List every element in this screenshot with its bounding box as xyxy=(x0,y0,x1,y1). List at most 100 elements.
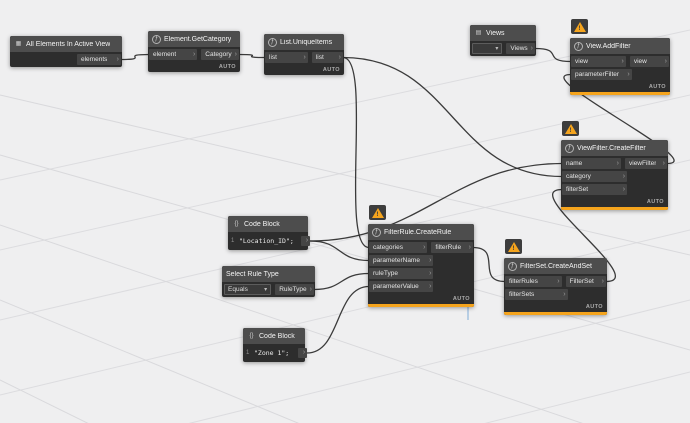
port-row: ▾Views› xyxy=(470,42,536,55)
chevron-right-icon: › xyxy=(192,50,196,58)
node-title: Code Block xyxy=(259,332,295,340)
output-port-filterset[interactable]: FilterSet› xyxy=(565,276,606,287)
output-port-view[interactable]: view› xyxy=(629,56,669,67)
warning-bar xyxy=(504,312,607,315)
chevron-right-icon: › xyxy=(302,349,306,356)
node-body: view›view› parameterFilter› xyxy=(570,54,670,82)
function-icon: ƒ xyxy=(508,261,517,271)
node-title: View.AddFilter xyxy=(586,42,631,50)
chevron-right-icon: › xyxy=(338,53,341,61)
node-title: ViewFilter.CreateFilter xyxy=(577,144,646,152)
output-port-viewfilter[interactable]: viewFilter› xyxy=(625,158,667,169)
input-port-list[interactable]: list› xyxy=(265,52,308,63)
lacing-mode[interactable]: AUTO xyxy=(452,296,470,302)
wire-code-block-location:0-to-create-rule:parameterName[interactable] xyxy=(309,240,370,262)
port-row: element›Category› xyxy=(148,48,240,61)
node-all-elements[interactable]: ▦All Elements In Active View elements› xyxy=(10,36,122,67)
code-block-text[interactable]: "Zone 1"; xyxy=(254,349,290,357)
input-port-view[interactable]: view› xyxy=(571,56,626,67)
wire-code-block-zone:0-to-create-rule:parameterValue[interactable] xyxy=(306,285,370,354)
chevron-right-icon: › xyxy=(429,269,432,277)
output-port[interactable]: › xyxy=(298,348,307,358)
node-title: Views xyxy=(486,29,505,37)
wire-unique-items:list-to-create-filter:category[interactable] xyxy=(342,56,563,178)
function-icon: ƒ xyxy=(152,34,161,44)
port-label: name xyxy=(566,160,583,167)
chevron-right-icon: › xyxy=(563,290,566,298)
wire-create-and-set:FilterSet-to-create-filter:filterSet[interactable] xyxy=(552,188,616,283)
input-port-filtersets[interactable]: filterSets› xyxy=(505,289,568,300)
input-port-categories[interactable]: categories› xyxy=(369,242,428,253)
input-port-filterset[interactable]: filterSet› xyxy=(562,184,628,195)
chevron-right-icon: › xyxy=(429,256,432,264)
node-body: categories›filterRule› parameterName› rule… xyxy=(368,240,474,294)
input-port-filterrules[interactable]: filterRules› xyxy=(505,276,562,287)
input-port-parameterfilter[interactable]: parameterFilter› xyxy=(571,69,632,80)
chevron-down-icon: ▾ xyxy=(264,287,268,293)
code-row: 1"Zone 1";› xyxy=(243,345,307,361)
port-row: filterSet› xyxy=(561,183,668,196)
wire-unique-items:list-to-create-rule:categories[interactable] xyxy=(342,56,370,249)
node-body: list›list› xyxy=(264,50,344,65)
lacing-mode[interactable]: AUTO xyxy=(646,199,664,205)
wire-get-category:Category-to-unique-items:list[interactable] xyxy=(238,53,266,59)
dropdown-select[interactable]: ▾ xyxy=(472,43,503,54)
chevron-right-icon: › xyxy=(621,57,624,65)
output-port-views[interactable]: Views› xyxy=(506,43,535,54)
node-header[interactable]: ▦All Elements In Active View xyxy=(10,36,122,52)
dropdown-select[interactable]: Equals▾ xyxy=(224,284,272,295)
wire-code-block-location:0-to-create-filter:name[interactable] xyxy=(309,162,563,242)
lacing-mode[interactable]: AUTO xyxy=(322,67,340,73)
input-port-element[interactable]: element› xyxy=(149,49,198,60)
node-header[interactable]: ▤Views xyxy=(470,25,536,41)
output-port[interactable]: › xyxy=(301,236,310,246)
lacing-mode[interactable]: AUTO xyxy=(585,304,603,310)
lacing-mode[interactable]: AUTO xyxy=(218,64,236,70)
output-port-filterrule[interactable]: filterRule› xyxy=(431,242,473,253)
chevron-right-icon: › xyxy=(530,44,533,52)
wire-select-rule-type:RuleType-to-create-rule:ruleType[interactable] xyxy=(313,272,370,291)
chevron-right-icon: › xyxy=(116,55,119,63)
node-header[interactable]: {}Code Block xyxy=(228,216,308,232)
input-port-parametervalue[interactable]: parameterValue› xyxy=(369,281,434,292)
input-port-name[interactable]: name› xyxy=(562,158,621,169)
port-label: Views xyxy=(510,45,528,52)
output-port-list[interactable]: list› xyxy=(311,52,343,63)
wire-create-filter:viewFilter-to-view-add-filter:parameterFilter[interactable] xyxy=(563,73,675,165)
warning-triangle xyxy=(564,124,577,134)
code-block-text[interactable]: "Location_ID"; xyxy=(239,237,294,245)
lacing-mode[interactable]: AUTO xyxy=(648,84,666,90)
node-header[interactable]: {}Code Block xyxy=(243,328,305,344)
port-row: parameterValue› xyxy=(368,280,474,293)
input-port-ruletype[interactable]: ruleType› xyxy=(369,268,434,279)
node-title: Select Rule Type xyxy=(226,270,279,278)
wire-create-rule:filterRule-to-create-and-set:filterRules[interactable] xyxy=(472,246,506,283)
input-port-parametername[interactable]: parameterName› xyxy=(369,255,434,266)
port-row: Equals▾RuleType› xyxy=(222,283,315,296)
wire-views:Views-to-view-add-filter:view[interactable] xyxy=(534,47,572,63)
input-port-category[interactable]: category› xyxy=(562,171,628,182)
output-port-category[interactable]: Category› xyxy=(201,49,239,60)
output-port-elements[interactable]: elements› xyxy=(77,54,121,65)
node-header[interactable]: Select Rule Type xyxy=(222,266,315,282)
node-views[interactable]: ▤Views▾Views› xyxy=(470,25,536,56)
port-label: FilterSet xyxy=(569,278,594,285)
output-port-ruletype[interactable]: RuleType› xyxy=(275,284,314,295)
wire-all-elements:elements-to-get-category:element[interactable] xyxy=(120,53,150,61)
